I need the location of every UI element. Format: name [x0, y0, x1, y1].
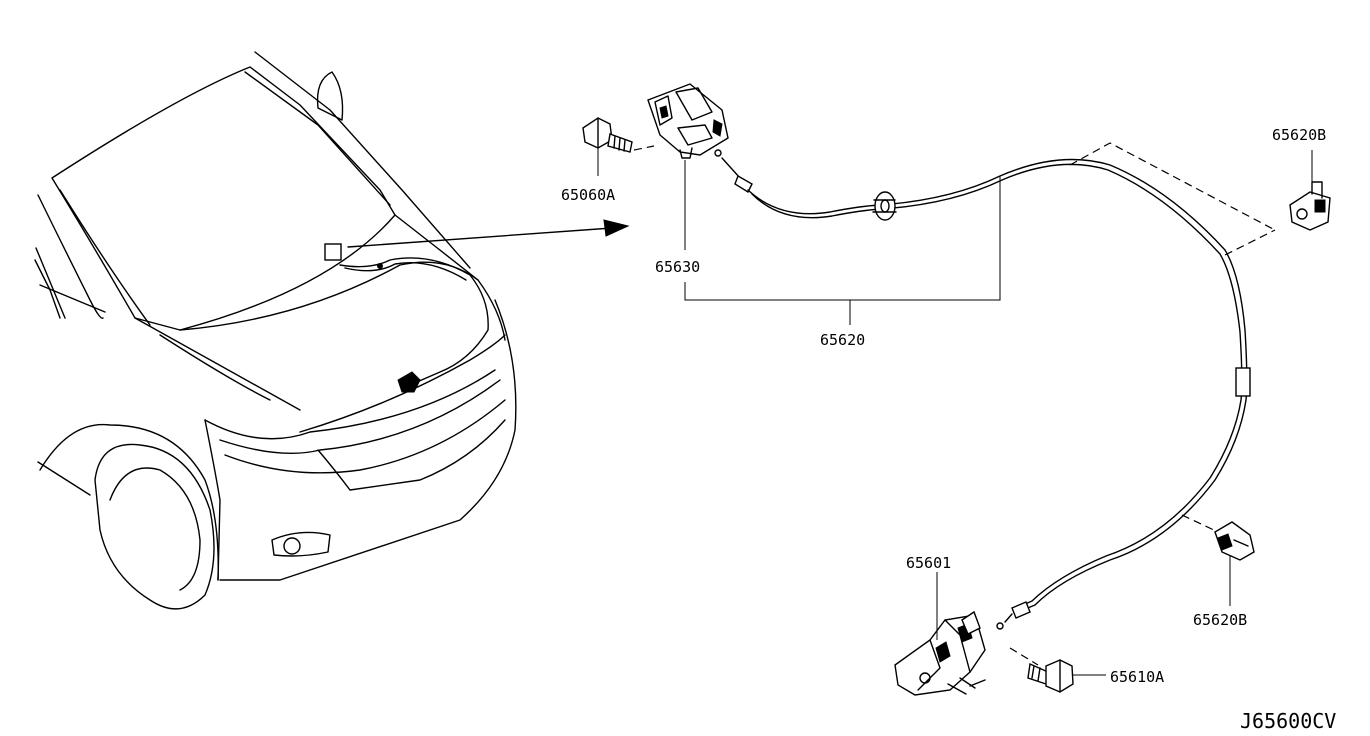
- part-65060A-bolt: [582, 117, 655, 153]
- diagram-code: J65600CV: [1240, 709, 1336, 733]
- part-65630-release-handle: [647, 83, 729, 159]
- part-65601-hood-latch: [894, 610, 986, 696]
- label-65620B-bottom: 65620B: [1193, 611, 1247, 629]
- leader-dashes: [1009, 142, 1276, 666]
- part-65620B-clip-bottom: [1214, 521, 1255, 561]
- callout-leaders: [597, 148, 1313, 676]
- label-65060A: 65060A: [561, 186, 615, 204]
- label-65620B-top: 65620B: [1272, 126, 1326, 144]
- cable-65620: [721, 157, 1251, 630]
- part-65620B-clip-top: [1289, 181, 1331, 231]
- vehicle-front-illustration: [34, 51, 517, 610]
- part-65610A-bolt: [1027, 659, 1074, 693]
- label-65620: 65620: [820, 331, 865, 349]
- label-65610A: 65610A: [1110, 668, 1164, 686]
- label-65630: 65630: [655, 258, 700, 276]
- label-65601: 65601: [906, 554, 951, 572]
- detail-arrow: [347, 219, 630, 248]
